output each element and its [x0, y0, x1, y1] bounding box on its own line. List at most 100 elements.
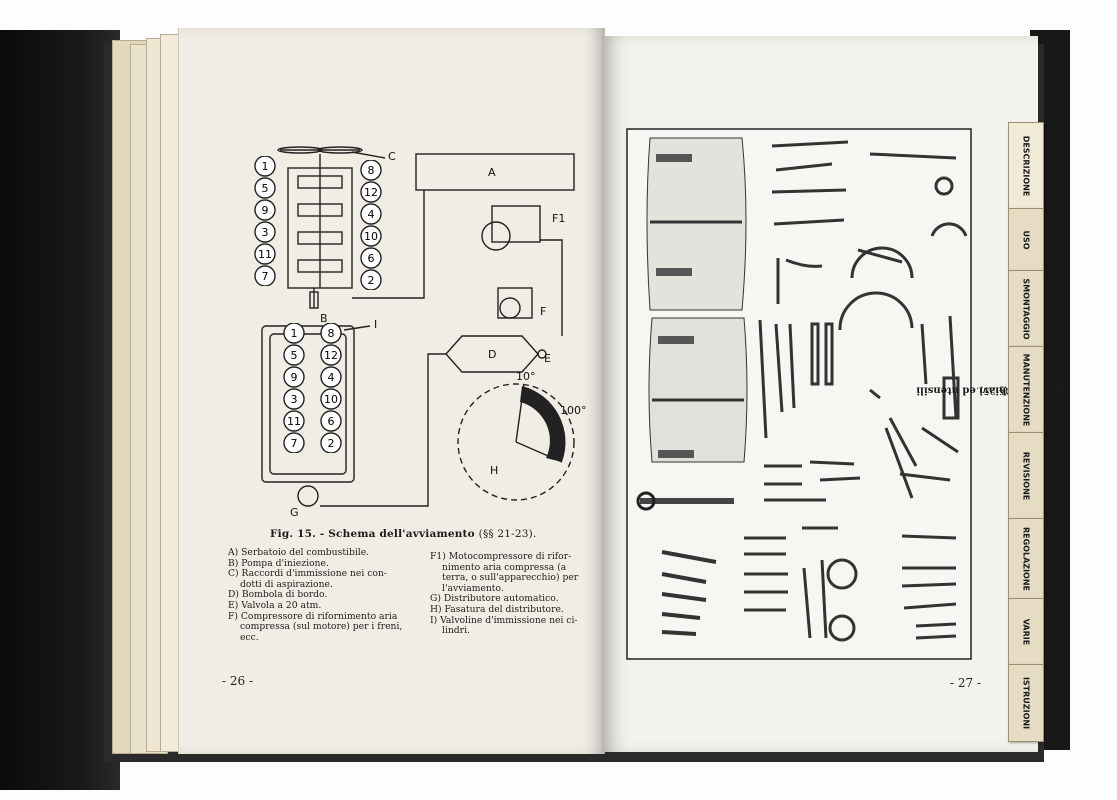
fuel-tank	[415, 153, 575, 191]
cylinder-label: 11	[258, 248, 272, 261]
thumb-tab-smontaggio[interactable]: SMONTAGGIO	[1008, 270, 1044, 348]
engine-plan	[261, 325, 355, 483]
air-line	[540, 239, 563, 336]
tool-roll-buckle	[656, 154, 692, 162]
thumb-tab-varie[interactable]: VARIE	[1008, 598, 1044, 666]
cylinder-label: 7	[261, 270, 269, 283]
fuel-line	[352, 190, 425, 299]
legend-left-column: A) Serbatoio del combustibile. B) Pompa …	[228, 547, 418, 644]
thumb-tab-label: USO	[1021, 230, 1031, 250]
cylinder-label: 6	[327, 415, 335, 428]
distributor-line	[320, 353, 446, 507]
distributor-g	[297, 485, 319, 507]
thumb-tab-descrizione[interactable]: DESCRIZIONE	[1008, 122, 1044, 210]
cylinder-label: 3	[261, 226, 269, 239]
cylinder-labels-tr: 8 12 4 10 6 2	[360, 160, 382, 292]
propeller-blade	[277, 146, 323, 154]
legend-item: G) Distributore automatico.	[430, 594, 590, 605]
valve-e	[537, 349, 547, 359]
cylinder-label: 4	[367, 208, 375, 221]
label-i: I	[374, 318, 377, 331]
cylinder-labels-br: 8 12 4 10 6 2	[320, 323, 342, 455]
label-h: H	[490, 464, 498, 477]
thumb-tab-label: DESCRIZIONE	[1021, 135, 1031, 197]
angle-label-10: 10°	[516, 370, 536, 383]
tool-roll	[646, 137, 747, 311]
thumb-tab-label: MANUTENZIONE	[1021, 353, 1031, 427]
figure-15-title: Fig. 15. - Schema dell'avviamento	[270, 528, 475, 540]
cylinder-label: 12	[324, 349, 338, 362]
label-a: A	[488, 166, 496, 179]
cylinder-label: 5	[290, 349, 298, 362]
tools-plate	[626, 128, 972, 660]
cylinder-label: 11	[287, 415, 301, 428]
legend-text: E) Valvola a 20 atm.	[228, 599, 322, 611]
legend-text: I) Valvoline d'immissione nei ci-	[430, 614, 578, 626]
figure-16-caption: Fig. 16. - Chiavi ed utensili (§ 25).	[916, 300, 1067, 480]
cylinder-label: 9	[261, 204, 269, 217]
legend-text: G) Distributore automatico.	[430, 593, 559, 605]
thumb-tab-regolazione[interactable]: REGOLAZIONE	[1008, 518, 1044, 600]
cylinder-label: 9	[290, 371, 298, 384]
angle-label-100: 100°	[560, 404, 587, 417]
compressor-wheel	[499, 297, 521, 319]
injection-pump	[309, 291, 319, 309]
timing-sector	[520, 386, 566, 462]
cylinder-label: 8	[327, 327, 335, 340]
cylinder-label: 7	[290, 437, 298, 450]
figure-15-ref: (§§ 21-23).	[478, 528, 537, 540]
long-wrench	[640, 498, 734, 504]
label-e: E	[544, 352, 551, 365]
tool-roll-buckle	[658, 336, 694, 344]
cylinder-numbers-bottom-right	[320, 322, 342, 457]
leader-line	[351, 151, 386, 159]
thumb-tab-revisione[interactable]: REVISIONE	[1008, 432, 1044, 520]
legend-text: B) Pompa d'iniezione.	[228, 557, 329, 569]
legend-text: C) Raccordi d'immissione nei con-	[228, 568, 387, 580]
starting-system-diagram: B C A F1 F D E I G 10° 100° H	[261, 146, 587, 519]
legend-item: I) Valvoline d'immissione nei ci-lindri.	[430, 614, 590, 637]
propeller-blade	[317, 146, 363, 154]
label-f: F	[540, 305, 546, 318]
label-f1: F1	[552, 212, 565, 225]
legend-text: D) Bombola di bordo.	[228, 589, 328, 601]
thumb-tab-label: SMONTAGGIO	[1021, 278, 1031, 340]
legend-right-column: F1) Motocompressore di rifor-nimento ari…	[430, 551, 590, 637]
label-g: G	[290, 506, 299, 519]
cylinder-labels-bl: 1 5 9 3 11 7	[283, 323, 305, 455]
legend-text-cont: lindri.	[442, 625, 470, 637]
cylinder-label: 4	[327, 371, 335, 384]
long-wrench-head	[636, 491, 656, 511]
cylinder-label: 2	[367, 274, 375, 287]
cylinder-label: 1	[290, 327, 298, 340]
cylinder-bank	[297, 231, 343, 245]
page-number-right: - 27 -	[950, 676, 982, 690]
timing-marker	[515, 383, 525, 443]
motocompressor-flywheel	[481, 221, 511, 251]
thumb-tab-label: REVISIONE	[1021, 451, 1031, 501]
legend-item: C) Raccordi d'immissione nei con-dotti d…	[228, 568, 418, 590]
cylinder-bank	[297, 175, 343, 189]
cylinder-labels-tl: 1 5 9 3 11 7	[254, 156, 276, 288]
cylinder-label: 1	[261, 160, 269, 173]
thumb-tab-manutenzione[interactable]: MANUTENZIONE	[1008, 346, 1044, 434]
thumb-tab-istruzioni[interactable]: ISTRUZIONI	[1008, 664, 1044, 742]
figure-15-caption: Fig. 15. - Schema dell'avviamento (§§ 21…	[270, 528, 537, 540]
label-d: D	[488, 348, 496, 361]
timing-dial	[457, 383, 575, 501]
thumb-tab-label: REGOLAZIONE	[1021, 526, 1031, 592]
cylinder-label: 10	[364, 230, 378, 243]
cylinder-numbers-top-right	[360, 159, 382, 294]
cylinder-label: 3	[290, 393, 298, 406]
legend-item: E) Valvola a 20 atm.	[228, 599, 418, 612]
legend-item: F1) Motocompressore di rifor-nimento ari…	[430, 551, 590, 594]
legend-text: F1) Motocompressore di rifor-	[430, 551, 572, 562]
legend-item: A) Serbatoio del combustibile.	[228, 547, 418, 559]
engine-plan-inner	[269, 333, 347, 475]
tool-roll-buckle	[656, 268, 692, 276]
wrench-set-middle	[758, 291, 960, 502]
label-b: B	[320, 312, 328, 325]
thumb-tab-uso[interactable]: USO	[1008, 208, 1044, 272]
